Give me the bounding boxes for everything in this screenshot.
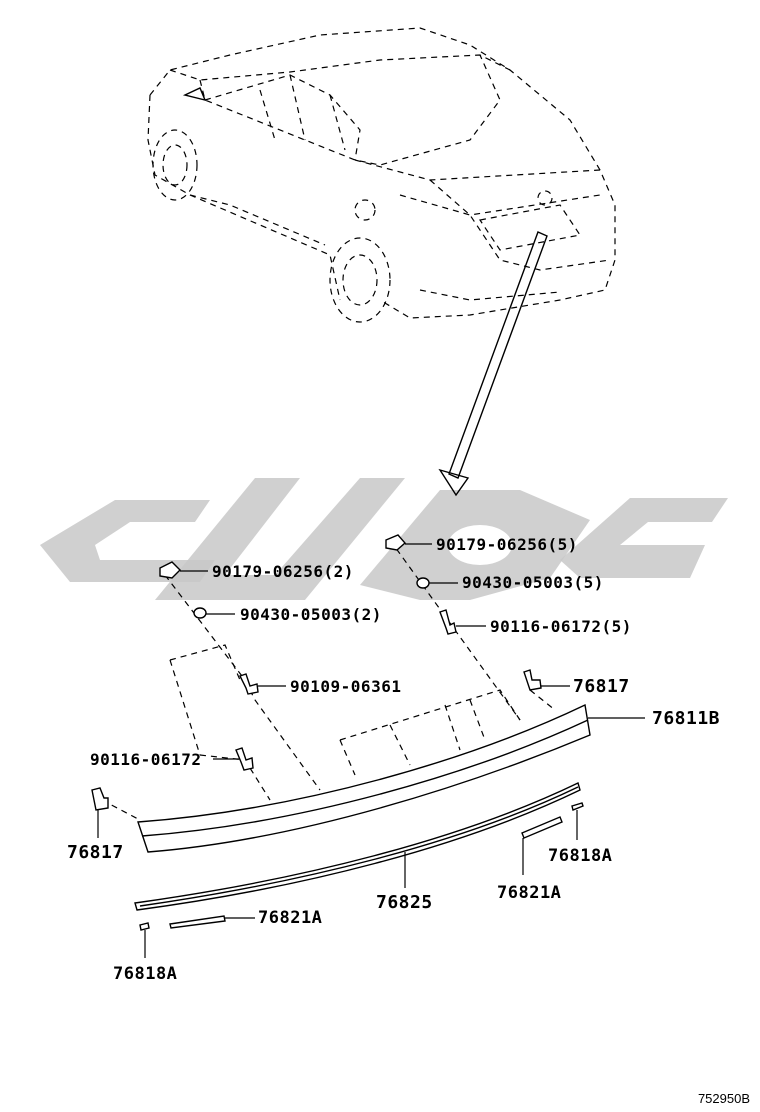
label-76821A-right: 76821A [497, 883, 561, 903]
label-76818A-left: 76818A [113, 964, 177, 984]
label-90179-06256-5: 90179-06256(5) [436, 535, 578, 554]
label-90430-05003-2: 90430-05003(2) [240, 605, 382, 624]
label-90179-06256-2: 90179-06256(2) [212, 562, 354, 581]
label-90116-06172: 90116-06172 [90, 750, 201, 769]
label-76825: 76825 [376, 892, 433, 913]
label-76818A-right: 76818A [548, 846, 612, 866]
fasteners [91, 534, 584, 931]
label-76817-right: 76817 [573, 676, 630, 697]
moulding-strip [134, 782, 581, 911]
label-90430-05003-5: 90430-05003(5) [462, 573, 604, 592]
watermark-logo [40, 478, 728, 600]
label-leaders [97, 543, 645, 958]
car-outline [147, 27, 616, 323]
label-76821A-left: 76821A [258, 908, 322, 928]
leader-arrow [438, 231, 548, 497]
label-76817-left: 76817 [67, 842, 124, 863]
back-door-garnish [137, 703, 591, 853]
label-90116-06172-5: 90116-06172(5) [490, 617, 632, 636]
part-labels: 90179-06256(5) 90430-05003(5) 90116-0617… [67, 535, 720, 984]
label-76811B: 76811B [652, 708, 720, 729]
label-90109-06361: 90109-06361 [290, 677, 401, 696]
drawing-id: 752950B [697, 1091, 750, 1106]
